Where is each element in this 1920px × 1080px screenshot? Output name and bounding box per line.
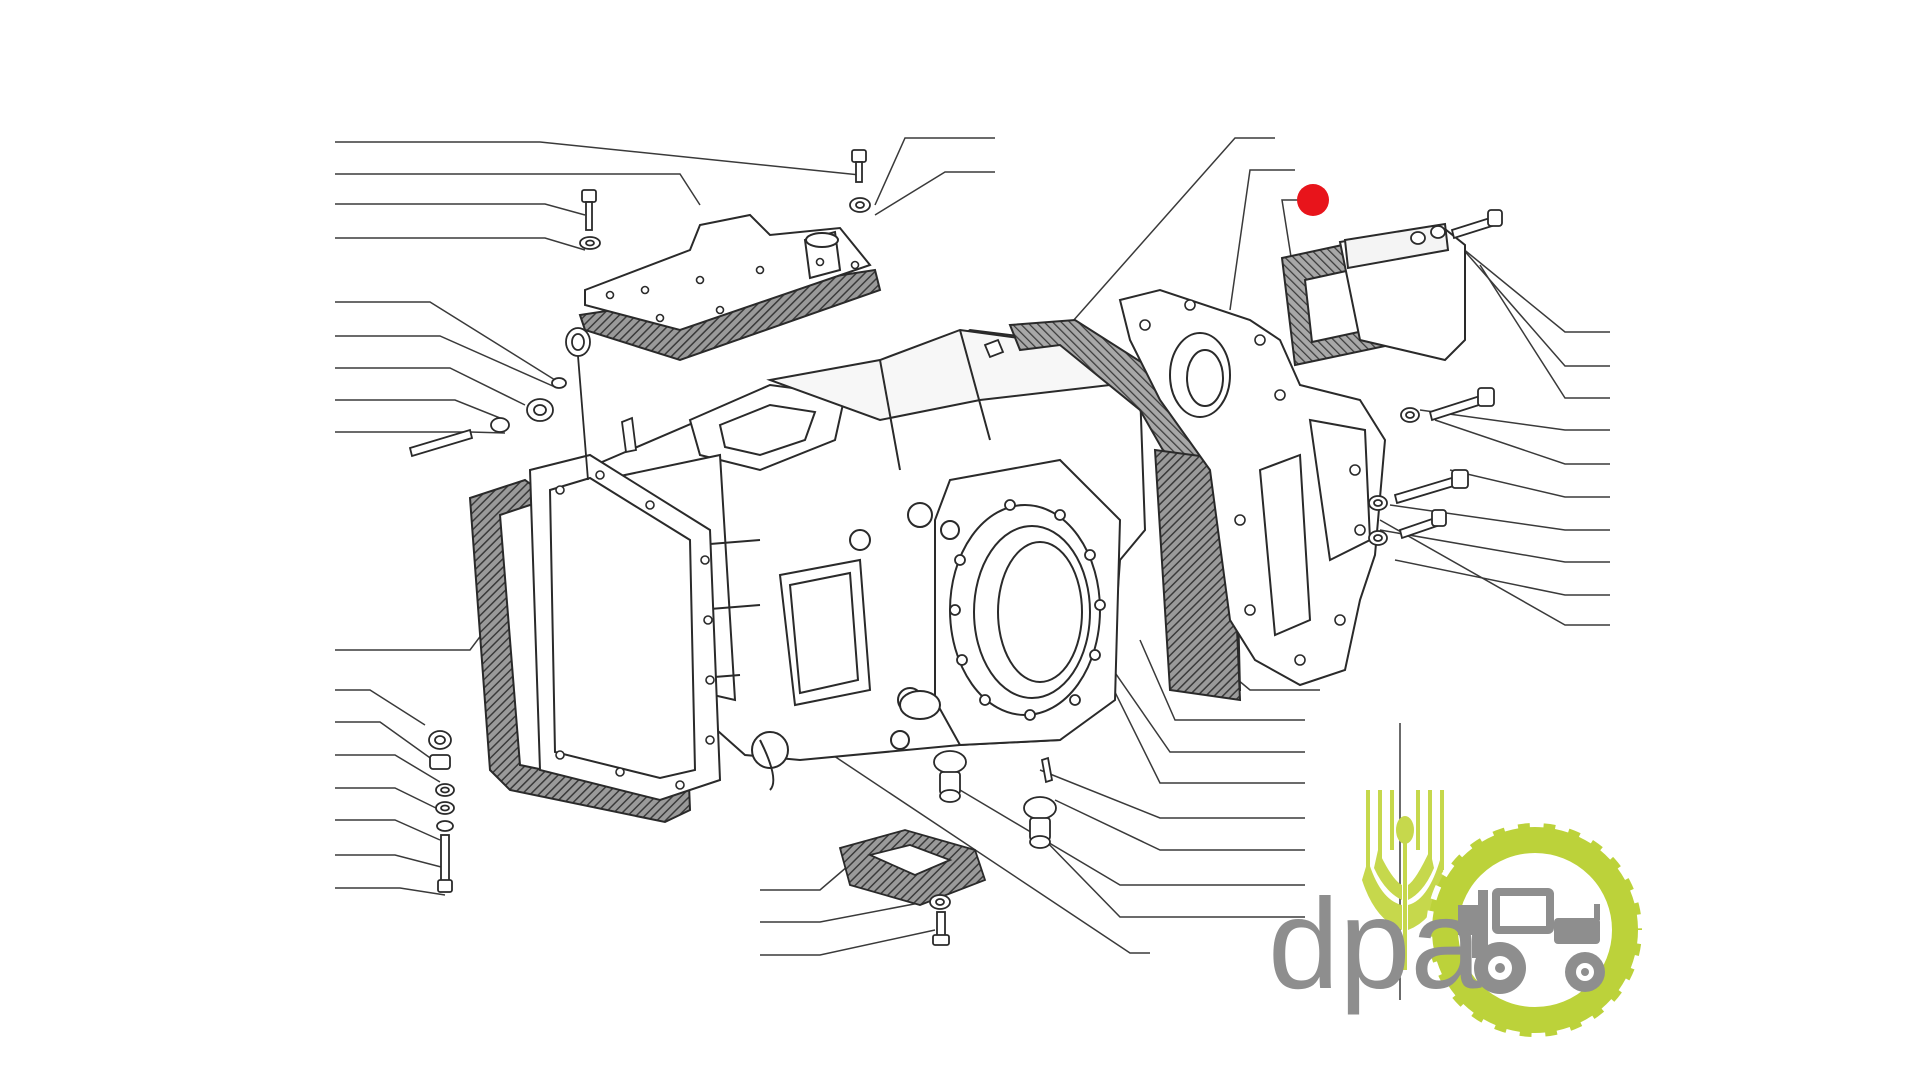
- gear-icon: [1426, 821, 1644, 1039]
- tractor-icon: [1458, 888, 1605, 994]
- logo-text: dpa: [1268, 873, 1482, 1016]
- wheat-icon: [1362, 790, 1446, 970]
- top-cover: [584, 213, 872, 332]
- fasteners: [408, 149, 1503, 946]
- highlight-marker: [1297, 184, 1329, 216]
- rear-cover-plate: [1118, 288, 1387, 687]
- dpa-logo: dpa: [1268, 790, 1644, 1039]
- left-flange-plate: [528, 453, 722, 802]
- leader-lines-left: [335, 141, 1150, 956]
